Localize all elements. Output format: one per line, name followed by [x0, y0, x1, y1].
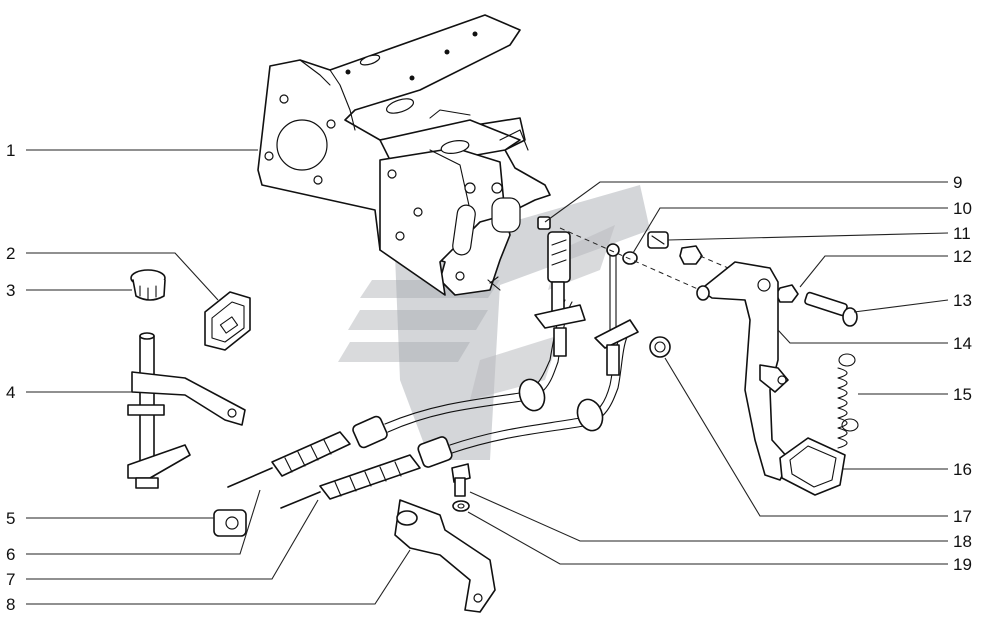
- plug-cap: [130, 269, 166, 301]
- callout-19: 19: [953, 555, 972, 574]
- callout-12: 12: [953, 247, 972, 266]
- callout-8: 8: [6, 595, 15, 614]
- cable-ends: [534, 231, 639, 376]
- buffer-pad: [204, 291, 251, 351]
- shaft-lever: [127, 332, 246, 489]
- callout-18: 18: [953, 532, 972, 551]
- callout-6: 6: [6, 545, 15, 564]
- pedal-pad: [779, 437, 846, 496]
- accelerator-cable: [280, 334, 628, 509]
- callout-15: 15: [953, 385, 972, 404]
- callout-1: 1: [6, 141, 15, 160]
- callout-4: 4: [6, 383, 15, 402]
- clip: [213, 509, 247, 537]
- callout-9: 9: [953, 173, 962, 192]
- callout-3: 3: [6, 281, 15, 300]
- callout-2: 2: [6, 244, 15, 263]
- callout-14: 14: [953, 334, 972, 353]
- support-plate: [394, 499, 496, 613]
- return-spring: [837, 353, 859, 449]
- callout-17: 17: [953, 507, 972, 526]
- callout-5: 5: [6, 509, 15, 528]
- leader-lines: [26, 149, 949, 605]
- callout-10: 10: [953, 199, 972, 218]
- callout-labels: 1 2 3 4 5 6 7 8 9 10 11 12 13 14 15 16 1…: [6, 141, 972, 614]
- callout-13: 13: [953, 291, 972, 310]
- pedal-bracket: [257, 14, 551, 296]
- pedal-arm: [696, 261, 791, 481]
- callout-16: 16: [953, 460, 972, 479]
- callout-7: 7: [6, 570, 15, 589]
- callout-11: 11: [953, 224, 971, 243]
